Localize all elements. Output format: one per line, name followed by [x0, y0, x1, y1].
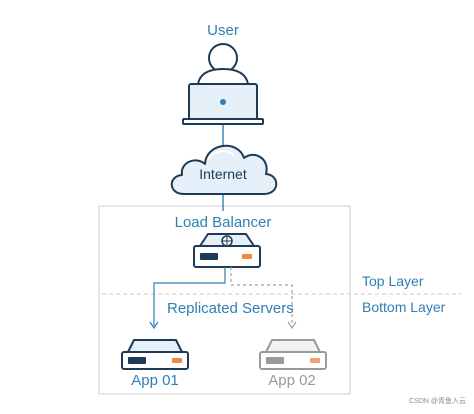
cloud-icon: [170, 144, 278, 195]
load-balancer-server-icon: [193, 233, 261, 268]
top-layer-label: Top Layer: [362, 273, 424, 289]
user-icon: [182, 43, 264, 125]
replicated-servers-label: Replicated Servers: [167, 300, 294, 317]
arrow-head-app2: [287, 321, 297, 330]
user-label: User: [207, 22, 239, 39]
app1-label: App 01: [131, 372, 179, 389]
app2-server-icon-inactive: [259, 339, 327, 370]
system-boundary-box: [98, 205, 351, 395]
watermark: CSDN @青鱼入云: [409, 398, 466, 405]
connector-lb-app2: [230, 267, 293, 326]
load-balancer-label: Load Balancer: [174, 214, 272, 231]
internet-label: Internet: [199, 166, 247, 182]
arrow-head-app1: [149, 321, 159, 330]
connector-lb-app1: [153, 267, 226, 326]
bottom-layer-label: Bottom Layer: [362, 299, 446, 315]
app2-label: App 02: [268, 372, 316, 389]
app1-server-icon: [121, 339, 189, 370]
